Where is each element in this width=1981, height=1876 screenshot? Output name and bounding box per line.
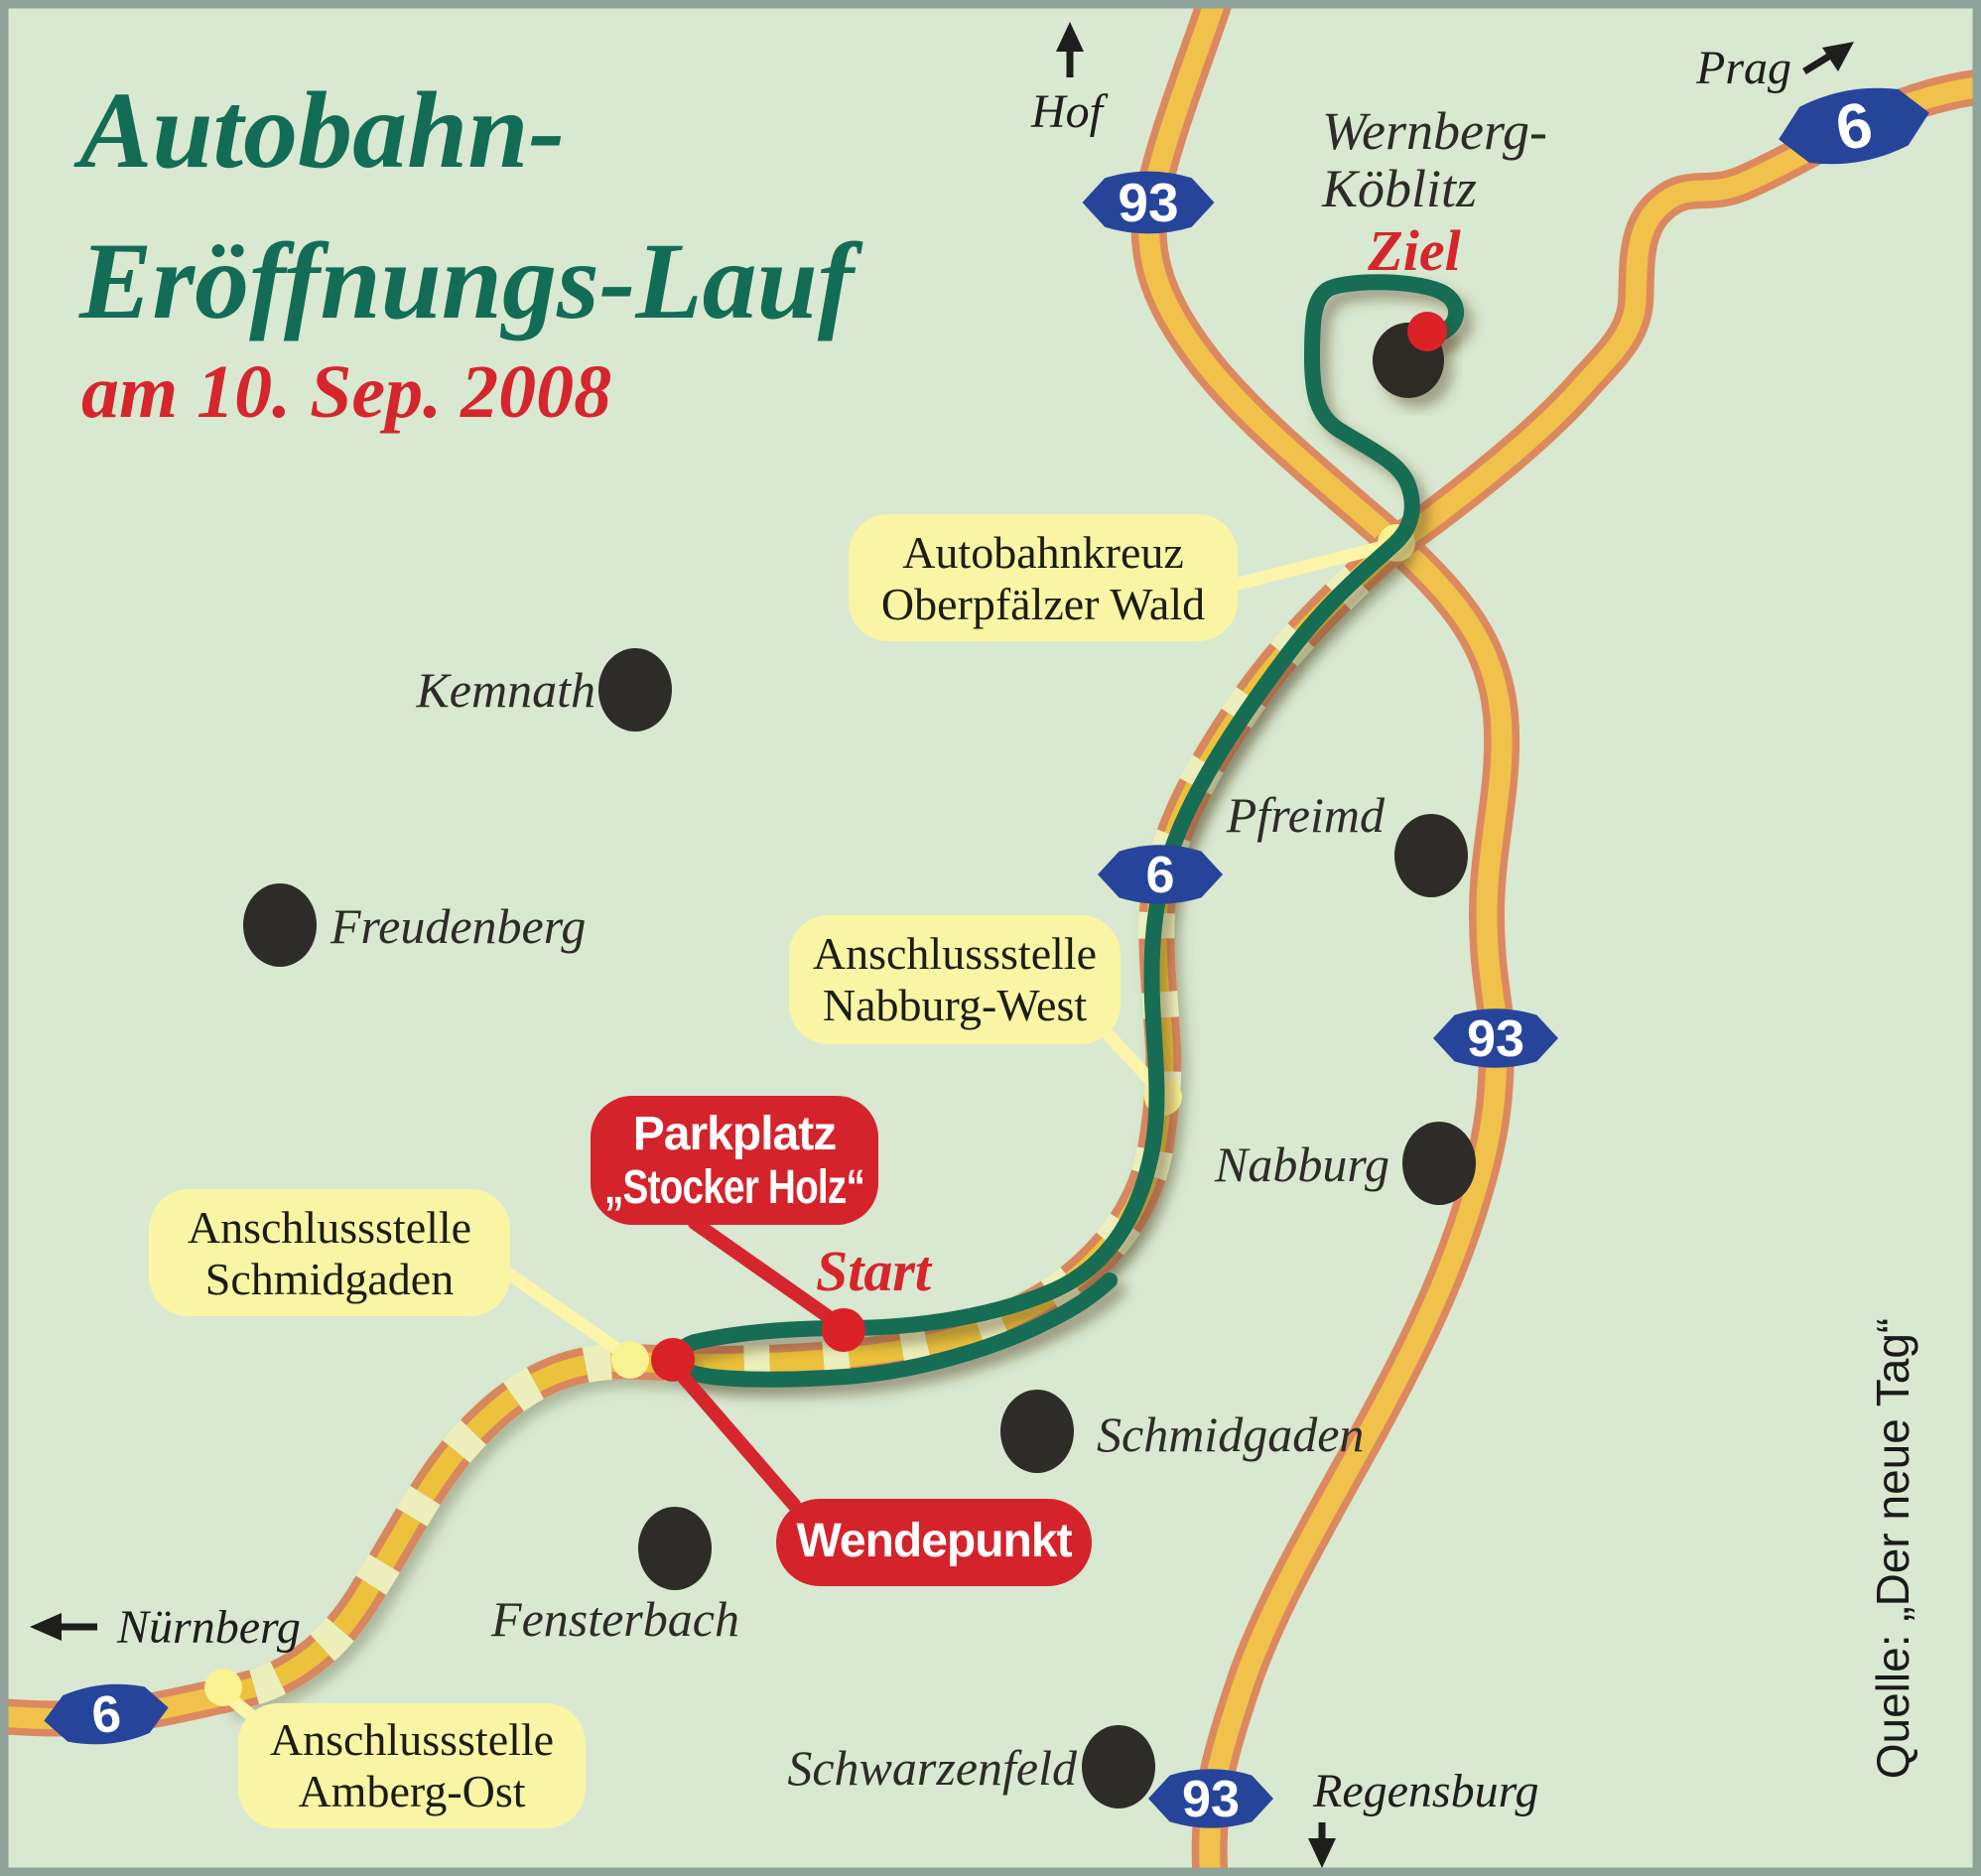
city-labels: Wernberg- Köblitz Kemnath Freudenberg Pf… xyxy=(330,101,1547,1796)
wendepunkt-point xyxy=(651,1338,695,1382)
label-pfreimd: Pfreimd xyxy=(1226,787,1386,843)
callout-wendepunkt-label: Wendepunkt xyxy=(796,1515,1072,1567)
label-ziel: Ziel xyxy=(1367,218,1461,283)
svg-text:6: 6 xyxy=(1145,847,1174,904)
callout-schmidgaden-line1: Anschlussstelle xyxy=(188,1202,471,1253)
callout-nabburg-west-line2: Nabburg-West xyxy=(823,980,1087,1030)
direction-regensburg: Regensburg xyxy=(1308,1765,1539,1868)
regensburg-arrow-icon xyxy=(1308,1838,1336,1868)
run-route-main xyxy=(687,274,1464,1350)
city-dot-schwarzenfeld xyxy=(1082,1725,1155,1809)
connector-schmidgaden xyxy=(494,1262,634,1363)
junction-schmidgaden xyxy=(611,1341,649,1379)
svg-text:Regensburg: Regensburg xyxy=(1312,1765,1539,1817)
callout-nabburg-west-line1: Anschlussstelle xyxy=(813,928,1097,979)
callout-amberg-ost-line1: Anschlussstelle xyxy=(270,1714,554,1765)
city-dot-nabburg xyxy=(1402,1122,1476,1205)
autobahn-a93 xyxy=(1130,0,1520,1876)
hof-arrow-icon xyxy=(1056,22,1084,52)
ziel-marker-group xyxy=(1373,312,1447,398)
callout-parkplatz-line2: „Stocker Holz“ xyxy=(604,1161,864,1214)
map-title-line1: Autobahn- xyxy=(73,69,565,191)
city-dot-kemnath xyxy=(598,648,672,732)
direction-nuernberg: Nürnberg xyxy=(30,1601,301,1654)
badge-a93-mid: 93 xyxy=(1433,1008,1558,1068)
label-nabburg: Nabburg xyxy=(1214,1137,1389,1192)
label-fensterbach: Fensterbach xyxy=(490,1591,739,1647)
city-dot-fensterbach xyxy=(638,1507,712,1590)
callout-amberg-ost-line2: Amberg-Ost xyxy=(298,1766,525,1816)
ziel-point xyxy=(1407,312,1447,351)
callout-autobahnkreuz-line1: Autobahnkreuz xyxy=(902,527,1184,578)
connector-kreuz xyxy=(1224,537,1401,593)
label-wernberg-line1: Wernberg- xyxy=(1322,101,1547,161)
svg-text:Hof: Hof xyxy=(1030,85,1109,138)
title-block: Autobahn- Eröffnungs-Lauf am 10. Sep. 20… xyxy=(73,69,863,434)
svg-text:Prag: Prag xyxy=(1695,42,1791,94)
svg-text:93: 93 xyxy=(1182,1771,1240,1828)
prag-arrow-icon xyxy=(1822,42,1854,71)
label-schmidgaden: Schmidgaden xyxy=(1097,1407,1364,1462)
city-dot-pfreimd xyxy=(1394,814,1468,897)
junction-amberg-ost xyxy=(204,1669,242,1706)
label-schwarzenfeld: Schwarzenfeld xyxy=(787,1740,1078,1796)
svg-text:Nürnberg: Nürnberg xyxy=(116,1601,301,1654)
svg-text:93: 93 xyxy=(1467,1010,1524,1068)
callout-parkplatz-line1: Parkplatz xyxy=(633,1108,836,1160)
direction-hof: Hof xyxy=(1030,22,1109,138)
callout-schmidgaden-line2: Schmidgaden xyxy=(205,1254,454,1304)
label-kemnath: Kemnath xyxy=(415,662,595,718)
label-start: Start xyxy=(816,1239,933,1303)
start-point xyxy=(822,1308,865,1352)
city-dot-freudenberg xyxy=(243,883,317,967)
badge-a93-south: 93 xyxy=(1148,1769,1273,1828)
label-wernberg-line2: Köblitz xyxy=(1321,159,1477,218)
svg-text:93: 93 xyxy=(1118,172,1178,233)
svg-text:6: 6 xyxy=(89,1685,124,1746)
map-date: am 10. Sep. 2008 xyxy=(81,350,611,434)
callout-autobahnkreuz-line2: Oberpfälzer Wald xyxy=(881,579,1205,629)
callout-nabburg-west: Anschlussstelle Nabburg-West xyxy=(789,915,1121,1044)
badge-a6-mid: 6 xyxy=(1098,845,1223,904)
prag-arrow-shaft xyxy=(1802,53,1832,74)
direction-prag: Prag xyxy=(1695,42,1854,94)
badge-a6-prag: 6 xyxy=(1779,87,1929,165)
label-freudenberg: Freudenberg xyxy=(330,898,586,954)
callout-autobahnkreuz: Autobahnkreuz Oberpfälzer Wald xyxy=(849,514,1238,641)
callout-wendepunkt: Wendepunkt xyxy=(776,1499,1092,1586)
callout-schmidgaden: Anschlussstelle Schmidgaden xyxy=(149,1189,510,1316)
source-credit: Quelle: „Der neue Tag“ xyxy=(1867,1318,1918,1780)
badge-a6-southwest: 6 xyxy=(44,1683,169,1746)
connector-parkplatz xyxy=(688,1216,849,1333)
map-title-line2: Eröffnungs-Lauf xyxy=(78,220,863,341)
city-dot-schmidgaden xyxy=(1000,1390,1074,1473)
nuernberg-arrow-icon xyxy=(30,1613,62,1641)
callout-parkplatz: Parkplatz „Stocker Holz“ xyxy=(591,1096,878,1225)
badge-a93-north: 93 xyxy=(1082,171,1215,234)
connector-wendepunkt xyxy=(666,1358,801,1512)
callout-amberg-ost: Anschlussstelle Amberg-Ost xyxy=(238,1703,586,1828)
